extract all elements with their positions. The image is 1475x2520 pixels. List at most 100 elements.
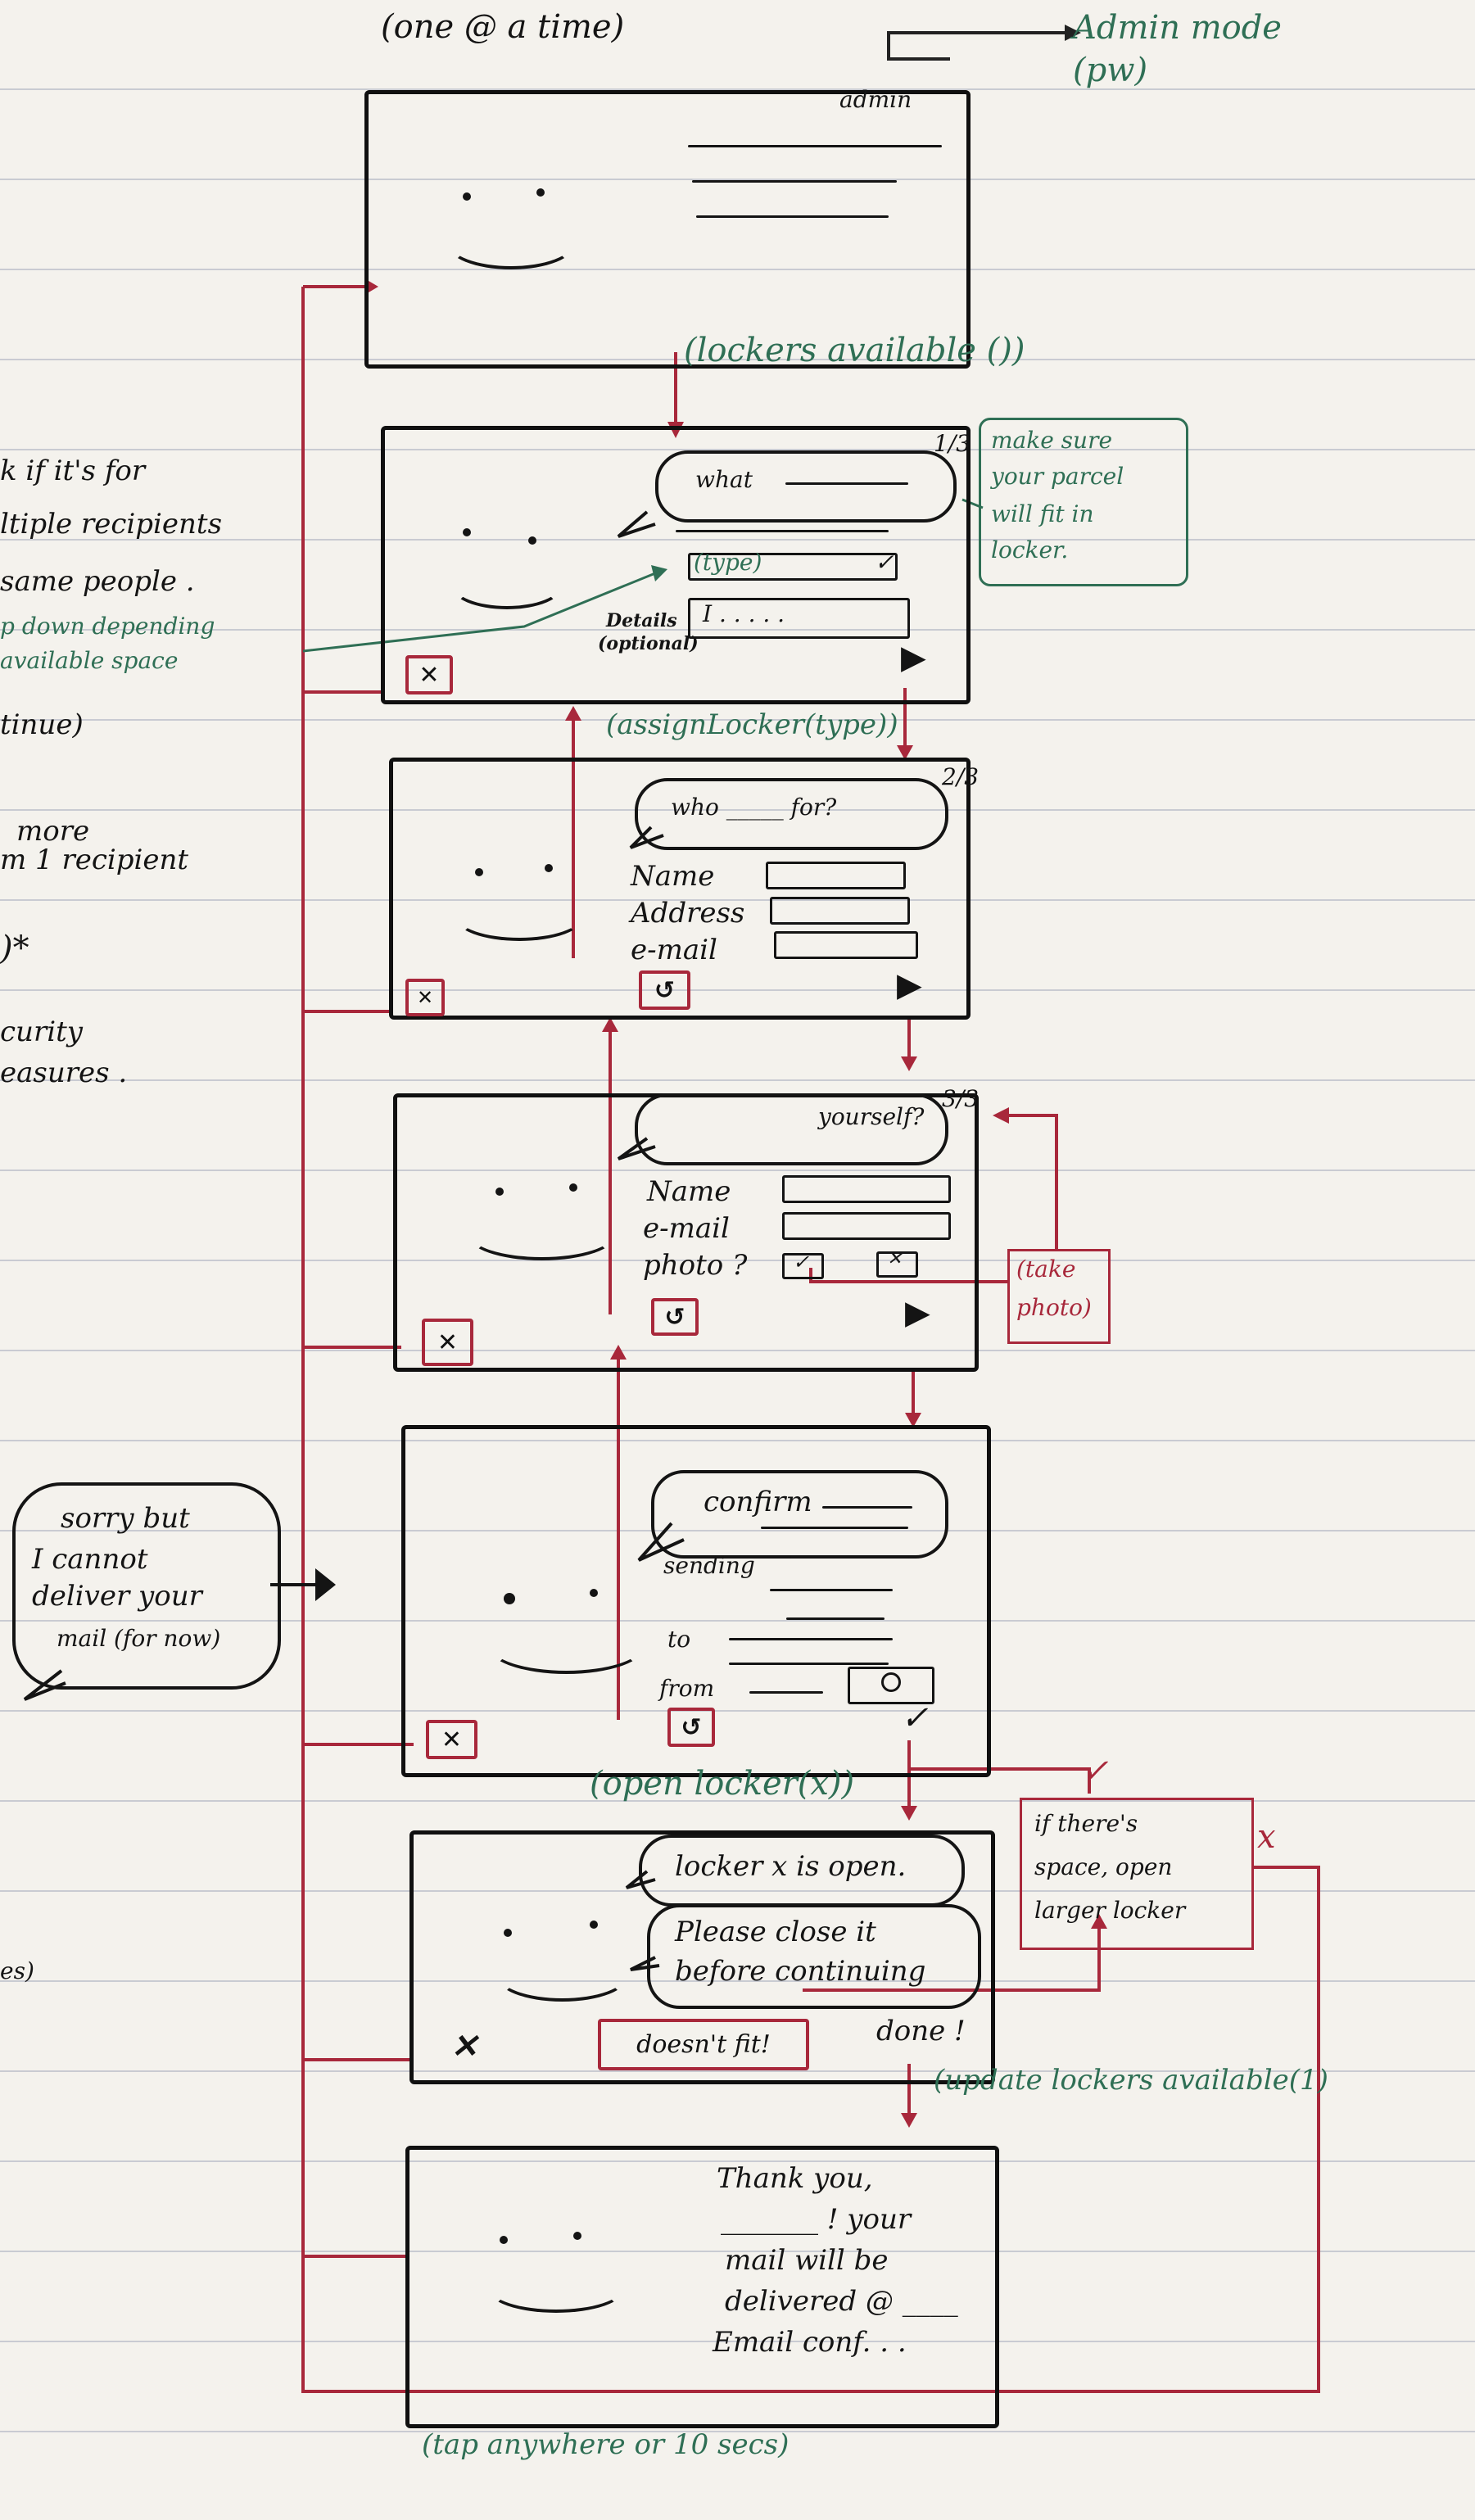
back-button[interactable]: ↺ [639,970,690,1010]
address-input[interactable] [770,897,910,925]
text-line [692,180,897,183]
speech-bubble: Please close it before continuing [647,1904,981,2009]
side-note-8: m 1 recipient [0,844,189,876]
side-note-9: )* [0,930,29,967]
page-indicator: 1/3 [934,430,971,457]
photo-label: photo ? [643,1249,748,1282]
email-input[interactable] [774,931,918,959]
side-note-3: same people . [0,565,195,598]
transition-update-lockers: (update lockers available(1) [934,2064,1328,2097]
back-button[interactable]: ↺ [667,1708,715,1747]
photo-yes-checkbox[interactable]: ✓ [782,1251,824,1279]
face-eye [463,192,471,201]
side-note-1: k if it's for [0,455,146,487]
close-button[interactable]: ✕ [405,979,445,1016]
from-label: from [659,1675,715,1702]
larger-locker-loop [803,1767,1101,1992]
side-note-12: es) [0,1957,34,1984]
side-note-6: tinue) [0,708,84,741]
to-label: to [667,1626,691,1653]
confirm-check-icon[interactable]: ✓ [901,1699,929,1737]
email-label: e-mail [631,934,717,966]
page-indicator: 2/3 [942,763,980,790]
speech-bubble: confirm [651,1470,948,1559]
close-icon: ✕ [419,660,440,690]
name-label: Name [647,1175,731,1208]
sending-label: sending [663,1552,755,1579]
name-label: Name [631,860,715,893]
screen-yourself[interactable]: yourself? 3/3 Name e-mail photo ? ✓ ✕ ↺ … [393,1085,979,1372]
screen-welcome[interactable]: admin [364,86,971,369]
photo-no-checkbox[interactable]: ✕ [876,1249,918,1278]
no-x-mark: x [1257,1818,1276,1856]
screen-thank-you[interactable]: Thank you, _______ ! your mail will be d… [405,2146,999,2428]
doesnt-fit-button[interactable]: doesn't fit! [598,2019,809,2070]
next-icon[interactable]: ▶ [901,639,926,676]
side-note-2: ltiple recipients [0,508,223,541]
close-icon: ✕ [416,986,434,1009]
close-icon: ✕ [441,1725,463,1754]
speech-bubble: what [655,450,957,523]
admin-label[interactable]: admin [839,86,912,113]
larger-locker-note: if there's space, open larger locker [1020,1798,1254,1950]
screen-what[interactable]: what 1/3 (type) ✓ Details (optional) I .… [381,426,971,704]
screen-who[interactable]: who _____ for? 2/3 Name Address e-mail ↺… [389,758,979,1020]
back-to-start-line [301,287,1320,2393]
yes-check-mark: ✓ [1081,1753,1109,1790]
side-note-5: available space [0,647,179,674]
details-label: Details [606,610,677,631]
back-icon: ↺ [664,1302,685,1332]
speech-bubble: locker x is open. [639,1835,965,1907]
close-button[interactable]: ✕ [405,655,453,694]
text-line [696,215,889,218]
email-input[interactable] [782,1212,951,1240]
email-label: e-mail [643,1212,730,1245]
transition-open-locker: (open locker(x)) [590,1765,855,1803]
sorry-cannot-deliver-bubble: sorry but I cannot deliver your mail (fo… [12,1482,281,1690]
transition-lockers-available: (lockers available ()) [684,332,1025,369]
parcel-fit-note: make sure your parcel will fit in locker… [979,418,1188,586]
transition-tap-anywhere: (tap anywhere or 10 secs) [422,2428,790,2461]
side-note-10: curity [0,1016,83,1048]
screen-locker-open[interactable]: locker x is open. Please close it before… [409,1830,995,2084]
admin-mode-note: Admin mode (pw) [1073,9,1282,89]
transition-assign-locker: (assignLocker(type)) [606,708,898,741]
next-icon[interactable]: ▶ [897,966,922,1004]
take-photo-note: (take photo) [1007,1249,1111,1344]
back-icon: ↺ [681,1712,702,1742]
name-input[interactable] [782,1175,951,1203]
face-smile [446,217,576,269]
details-input[interactable]: I . . . . . [688,598,910,639]
text-line [688,145,942,147]
side-note-11: easures . [0,1056,128,1089]
screen-confirm[interactable]: confirm sending to from ↺ ✓ ✕ [401,1425,991,1777]
close-icon[interactable]: ✕ [450,2027,478,2065]
address-label: Address [631,897,745,930]
speech-bubble: yourself? [635,1093,948,1165]
sender-photo [848,1667,934,1704]
close-button[interactable]: ✕ [422,1319,473,1366]
person-icon [881,1672,901,1692]
side-note-7: more [16,815,90,848]
speech-bubble: who _____ for? [635,778,948,850]
back-icon: ↺ [654,975,676,1005]
next-icon[interactable]: ▶ [905,1294,930,1332]
close-icon: ✕ [437,1328,459,1357]
details-optional-label: (optional) [598,633,699,654]
back-button[interactable]: ↺ [651,1298,699,1336]
green-type-arrow [302,572,656,653]
done-button[interactable]: done ! [876,2015,966,2047]
title-one-at-a-time: (one @ a time) [381,8,625,46]
side-note-4: p down depending [0,613,215,640]
admin-arrow [887,31,1069,61]
dropdown-icon[interactable]: ✓ [875,549,894,576]
page-indicator: 3/3 [942,1085,980,1112]
type-select[interactable]: (type) ✓ [688,549,898,581]
face-eye [536,188,545,197]
close-button[interactable]: ✕ [426,1720,477,1759]
name-input[interactable] [766,862,906,889]
take-photo-loop [809,1114,1058,1283]
bubble-text: what [695,466,753,493]
